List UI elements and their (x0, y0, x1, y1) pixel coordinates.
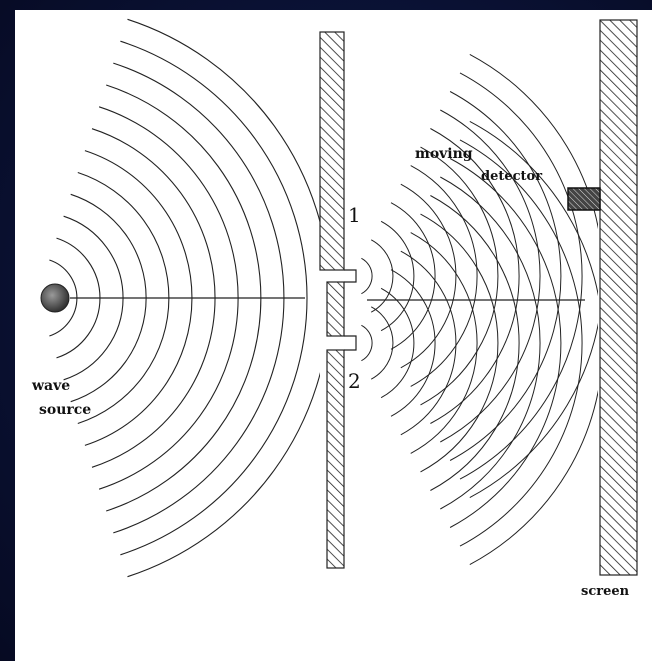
wave-source-icon (41, 284, 69, 312)
barrier-top (320, 32, 344, 270)
slit-2-label: 2 (348, 369, 361, 393)
barrier-bottom (327, 350, 344, 568)
barrier-middle (327, 282, 344, 336)
screen-wall (600, 20, 637, 575)
source-label: source (39, 402, 91, 418)
moving-label: moving (415, 146, 473, 162)
screen-label: screen (581, 584, 630, 599)
double-slit-diagram: 1 2 moving detector wave source screen (15, 10, 652, 661)
moving-detector-icon (568, 188, 600, 210)
detector-label: detector (481, 169, 542, 184)
slit-1-label: 1 (348, 203, 361, 227)
wave-label: wave (31, 378, 70, 394)
